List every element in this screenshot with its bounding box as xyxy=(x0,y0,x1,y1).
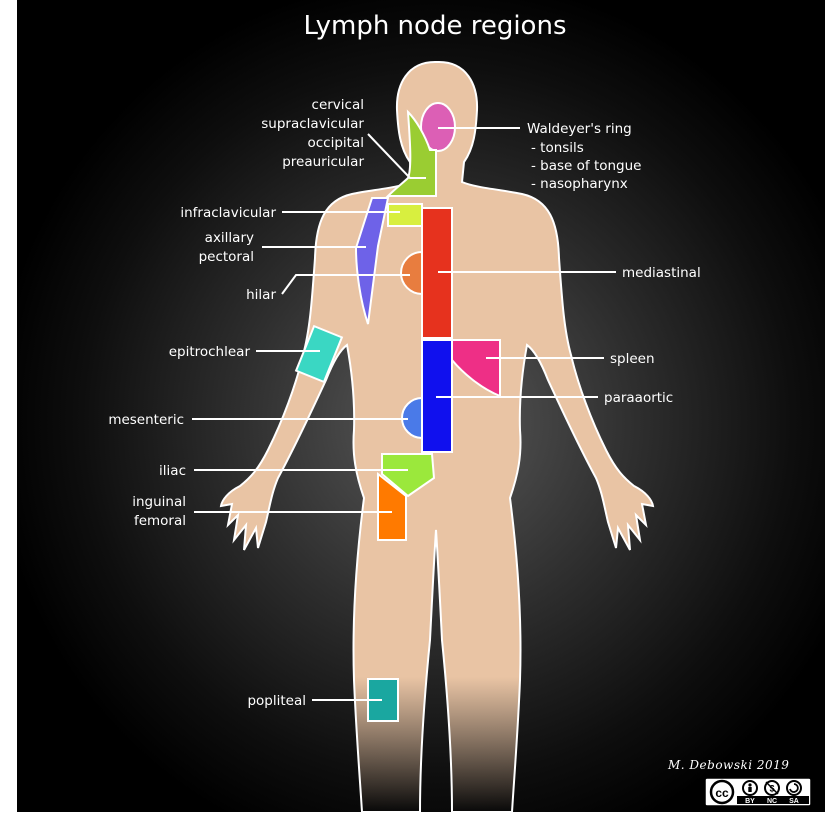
cc-sa-text: SA xyxy=(789,798,799,805)
label-base-of-tongue: - base of tongue xyxy=(531,158,641,174)
label-tonsils: - tonsils xyxy=(531,140,584,156)
cc-license-badge: cc $ BY NC SA xyxy=(705,778,811,806)
diagram-title: Lymph node regions xyxy=(304,11,567,41)
label-paraaortic: paraaortic xyxy=(604,390,673,406)
label-supraclavicular: supraclavicular xyxy=(261,116,364,132)
label-inguinal: inguinal xyxy=(132,494,186,510)
label-pectoral: pectoral xyxy=(199,249,254,265)
epitrochlear-region xyxy=(296,326,342,382)
label-nasopharynx: - nasopharynx xyxy=(531,176,628,192)
left-labels: cervical supraclavicular occipital preau… xyxy=(108,97,364,709)
label-epitrochlear: epitrochlear xyxy=(169,344,251,360)
cc-by-text: BY xyxy=(745,798,755,805)
label-waldeyers-ring: Waldeyer's ring xyxy=(527,121,632,137)
label-hilar: hilar xyxy=(246,287,276,303)
label-popliteal: popliteal xyxy=(247,693,306,709)
label-infraclavicular: infraclavicular xyxy=(180,205,276,221)
cc-logo-text: cc xyxy=(715,786,729,800)
infraclavicular-region xyxy=(388,204,422,226)
label-axillary: axillary xyxy=(205,230,254,246)
label-mediastinal: mediastinal xyxy=(622,265,701,281)
label-preauricular: preauricular xyxy=(282,154,364,170)
label-occipital: occipital xyxy=(308,135,365,151)
label-mesenteric: mesenteric xyxy=(108,412,184,428)
cc-by-icon-body xyxy=(748,787,751,792)
cc-nc-text: NC xyxy=(767,798,777,805)
label-cervical: cervical xyxy=(312,97,364,113)
label-iliac: iliac xyxy=(159,463,186,479)
author-credit: M. Debowski 2019 xyxy=(667,758,789,772)
label-femoral: femoral xyxy=(134,513,186,529)
label-spleen: spleen xyxy=(610,351,655,367)
cc-by-icon-head xyxy=(748,783,751,786)
